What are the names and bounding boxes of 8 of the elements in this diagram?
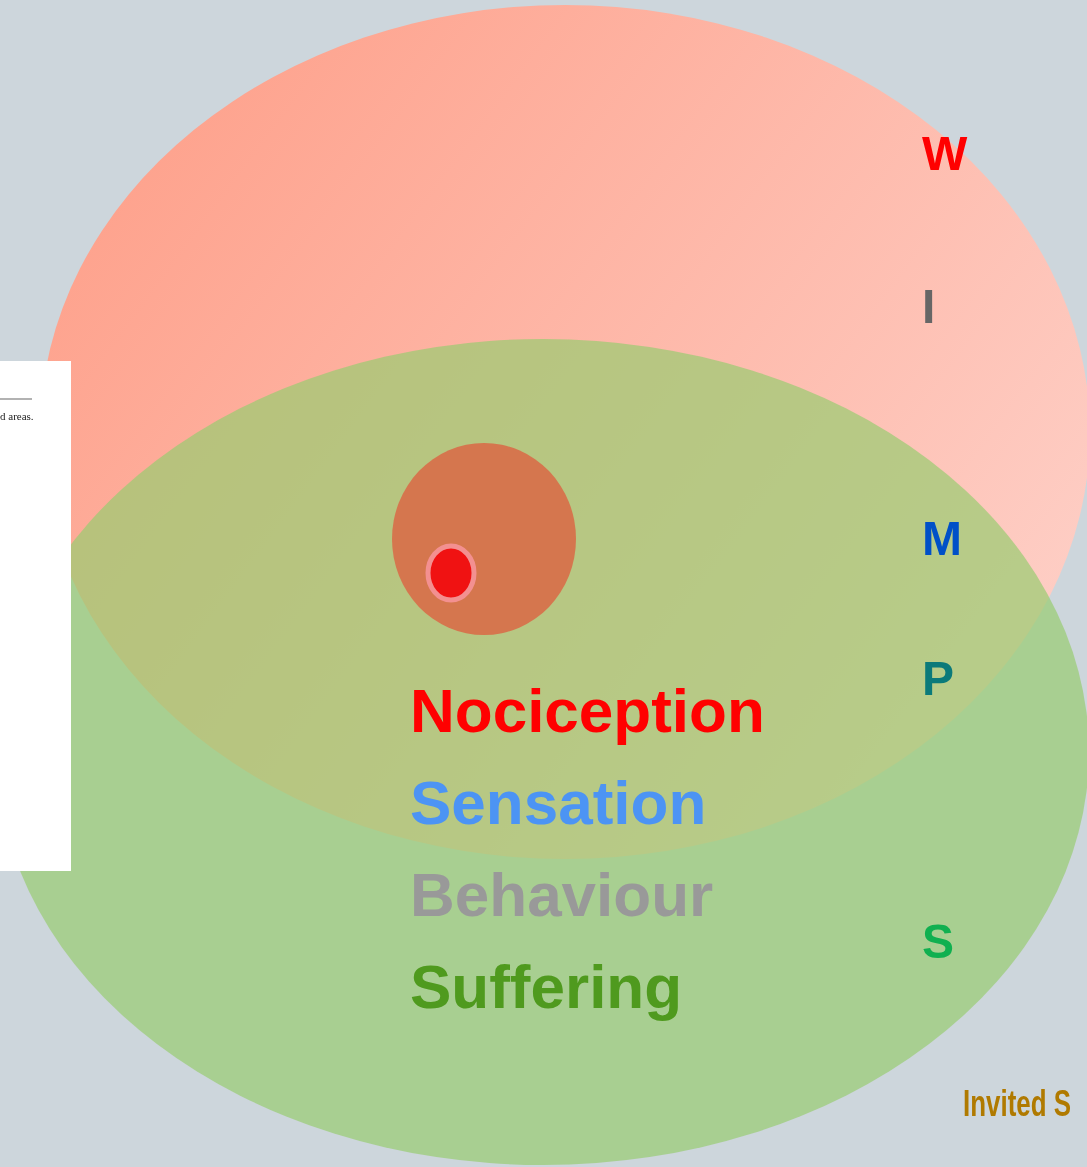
letter-label: I <box>922 283 936 331</box>
caption-fragment: d areas. <box>0 411 34 422</box>
letter-label: M <box>922 515 962 563</box>
term-label: Sensation <box>410 772 707 834</box>
banner-text: Invited S <box>963 1086 1071 1122</box>
letter-label: P <box>922 655 954 703</box>
letter-label: W <box>922 130 968 178</box>
letter-label: S <box>922 918 954 966</box>
